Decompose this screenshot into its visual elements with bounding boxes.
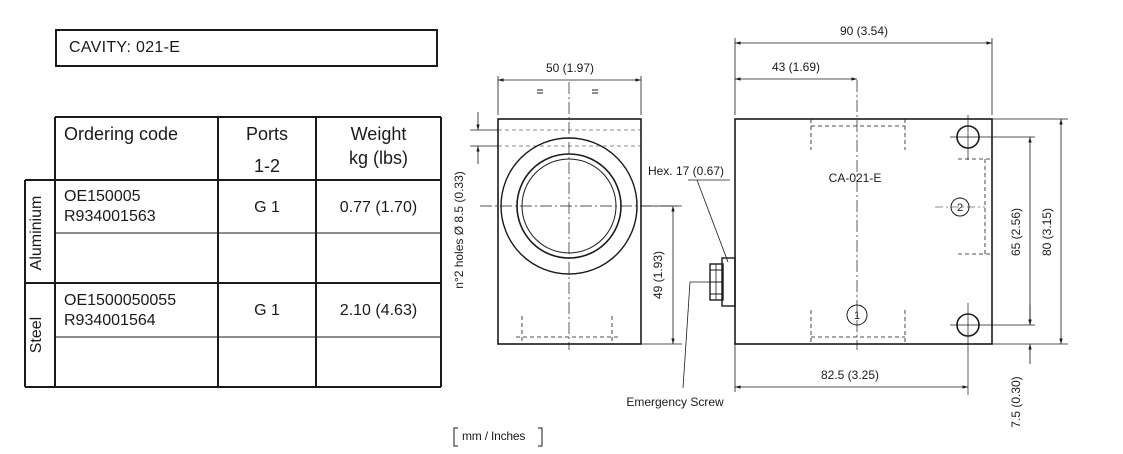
cavity-label: CAVITY: 021-E xyxy=(69,39,181,56)
dim-offset: 7.5 (0.30) xyxy=(1009,376,1023,427)
dim-hole-spacing: 65 (2.56) xyxy=(1009,208,1023,256)
dim-holes-label: n°2 holes Ø 8.5 (0.33) xyxy=(452,171,466,289)
dim-height-left: 49 (1.93) xyxy=(651,251,665,299)
header-ports: Ports xyxy=(245,124,288,144)
units-label: mm / Inches xyxy=(462,429,526,443)
units-bracket xyxy=(453,427,543,447)
header-weight-unit: kg (lbs) xyxy=(348,148,408,168)
emergency-screw-label: Emergency Screw xyxy=(626,395,724,409)
dim-overall-height: 80 (3.15) xyxy=(1040,208,1054,256)
header-ordering-code: Ordering code xyxy=(64,124,179,144)
code-aluminium-2: R934001563 xyxy=(64,208,156,225)
hex-label: Hex. 17 (0.67) xyxy=(648,164,724,178)
dim-bottom-width: 82.5 (3.25) xyxy=(821,368,879,382)
ports-steel: G 1 xyxy=(254,302,280,319)
emergency-screw xyxy=(682,179,736,389)
port-1-label: 1 xyxy=(854,310,860,322)
port-2-label: 2 xyxy=(957,202,963,214)
code-steel-1: OE1500050055 xyxy=(64,292,177,309)
dim-partial-width: 43 (1.69) xyxy=(772,60,820,74)
part-label: CA-021-E xyxy=(829,171,882,185)
dim-top-width: 50 (1.97) xyxy=(546,61,594,75)
front-view xyxy=(734,38,1068,395)
header-ports-range: 1-2 xyxy=(253,156,280,176)
dim-overall-width: 90 (3.54) xyxy=(840,24,888,38)
ports-aluminium: G 1 xyxy=(254,199,280,216)
code-steel-2: R934001564 xyxy=(64,312,156,329)
code-aluminium-1: OE150005 xyxy=(64,188,141,205)
weight-steel: 2.10 (4.63) xyxy=(339,302,418,319)
side-view xyxy=(470,76,682,350)
header-weight: Weight xyxy=(350,124,407,144)
cavity-box: CAVITY: 021-E xyxy=(55,29,438,67)
weight-aluminium: 0.77 (1.70) xyxy=(339,199,418,216)
